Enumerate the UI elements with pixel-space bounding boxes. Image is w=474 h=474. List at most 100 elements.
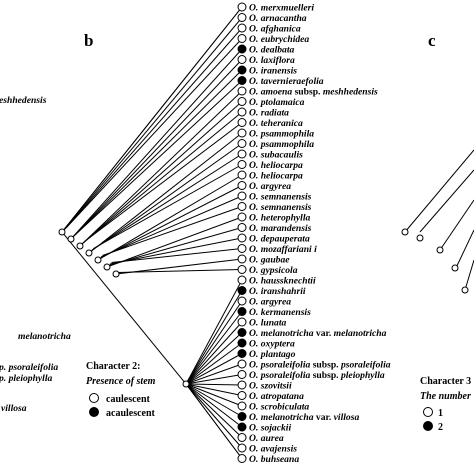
taxon-label-20: O. semnanensis (249, 202, 312, 213)
tip-marker-42 (237, 433, 247, 442)
panel-c-node (461, 286, 469, 294)
branch-17 (97, 174, 243, 261)
branch-6 (72, 59, 243, 238)
panel-c-node (401, 228, 409, 236)
legend-c-label-1: 1 (438, 408, 443, 419)
tip-marker-35 (237, 359, 247, 369)
legend-c-label-2: 2 (438, 422, 443, 433)
branch-7 (73, 69, 243, 237)
internal-node-3 (76, 242, 84, 250)
taxon-label-44: O. buhseana (249, 454, 299, 465)
tip-marker-41 (237, 422, 247, 432)
branch-27 (185, 279, 243, 385)
taxon-label-30: O. kermanensis (249, 307, 311, 318)
panel-label-c: c (428, 31, 436, 50)
branch-19 (100, 195, 243, 258)
tip-marker-43 (237, 443, 247, 453)
taxon-label-31: O. lunata (249, 318, 287, 329)
branch-8 (75, 80, 243, 235)
taxon-label-15: O. subacaulis (249, 150, 303, 161)
taxon-label-40: O. melanotricha var. villosa (249, 412, 359, 423)
taxon-label-38: O. atropatana (249, 391, 304, 402)
taxon-label-11: O. radiata (249, 108, 289, 119)
panel-c-branch (419, 169, 474, 233)
taxon-label-18: O. argyrea (249, 181, 291, 192)
taxon-label-12: O. teheranica (249, 118, 303, 129)
taxon-label-43: O. avajensis (249, 444, 297, 455)
branch-32 (185, 332, 243, 385)
panel-c-branch (464, 259, 474, 291)
taxon-label-21: O. heterophylla (249, 213, 310, 224)
edge-label-5: villosa (1, 403, 27, 414)
internal-node-7 (112, 270, 120, 278)
legend-swatch-caulescent (89, 393, 99, 403)
tip-marker-13 (237, 128, 247, 138)
branch-23 (109, 237, 243, 265)
branch-11 (82, 111, 243, 244)
taxon-label-9: O. amoena subsp. meshhedensis (249, 87, 378, 98)
taxon-label-8: O. tavernieraefolia (249, 76, 324, 87)
branch-40 (185, 383, 243, 417)
taxon-label-34: O. plantago (249, 349, 296, 360)
branch-28 (185, 290, 243, 385)
tip-marker-31 (237, 317, 247, 327)
branch-4 (66, 38, 243, 228)
tip-marker-36 (237, 370, 247, 379)
panel-c-node (436, 246, 444, 254)
tip-marker-20 (237, 202, 247, 211)
taxon-label-13: O. psammophila (249, 129, 314, 140)
branch-41 (185, 383, 243, 428)
edge-label-4: p. pleiophylla (0, 373, 52, 384)
taxon-label-7: O. iranensis (249, 66, 297, 77)
panel-c-branch (404, 149, 474, 233)
tip-marker-9 (237, 86, 247, 96)
branch-36 (185, 374, 243, 385)
taxon-label-32: O. melanotricha var. melanotricha (249, 328, 387, 339)
taxon-label-28: O. iranshahrii (249, 286, 306, 297)
taxon-label-3: O. afghanica (249, 24, 301, 35)
taxon-label-36: O. psoraleifolia subsp. pleiophylla (249, 370, 385, 381)
branch-15 (91, 153, 243, 251)
branch-39 (185, 383, 243, 407)
tip-marker-19 (237, 191, 247, 201)
tip-marker-15 (237, 149, 247, 159)
branch-14 (90, 143, 243, 252)
tip-marker-1 (237, 2, 247, 12)
taxon-label-24: O. mozaffariani i (249, 244, 317, 255)
legend-swatch-acaulescent (89, 407, 99, 417)
tree-branches (61, 6, 474, 459)
taxon-label-6: O. laxiflora (249, 55, 295, 66)
taxon-label-2: O. arnacantha (249, 13, 307, 24)
panel-c-branch (439, 199, 474, 251)
tip-marker-23 (237, 233, 247, 243)
taxon-label-35: O. psoraleifolia subsp. psoraleifolia (249, 360, 391, 371)
edge-label-3: p. psoraleifolia (0, 362, 58, 373)
tip-marker-12 (237, 118, 247, 127)
branch-43 (185, 383, 243, 449)
branch-31 (185, 321, 243, 385)
legend-c-subtitle: The number (420, 391, 471, 402)
tip-marker-14 (237, 139, 247, 148)
tip-marker-38 (237, 391, 247, 400)
taxon-label-23: O. depauperata (249, 234, 310, 245)
branch-9 (79, 90, 243, 247)
legend-c-swatch-1 (423, 407, 433, 417)
taxon-label-4: O. eubrychidea (249, 34, 309, 45)
taxon-label-19: O. semnanensis (249, 192, 312, 203)
tip-marker-4 (237, 34, 247, 43)
branch-38 (185, 383, 243, 396)
tip-marker-10 (237, 97, 247, 106)
branch-29 (185, 300, 243, 385)
internal-node-2 (67, 235, 75, 243)
panel-c-branch (454, 229, 474, 271)
tip-marker-40 (237, 412, 247, 421)
taxon-label-27: O. haussknechtii (249, 276, 316, 287)
branch-16 (93, 164, 243, 249)
branch-22 (108, 227, 243, 266)
taxon-label-42: O. aurea (249, 433, 284, 444)
tip-marker-26 (237, 265, 247, 274)
branch-34 (185, 353, 243, 385)
tip-marker-29 (237, 296, 247, 306)
branch-18 (99, 185, 243, 259)
